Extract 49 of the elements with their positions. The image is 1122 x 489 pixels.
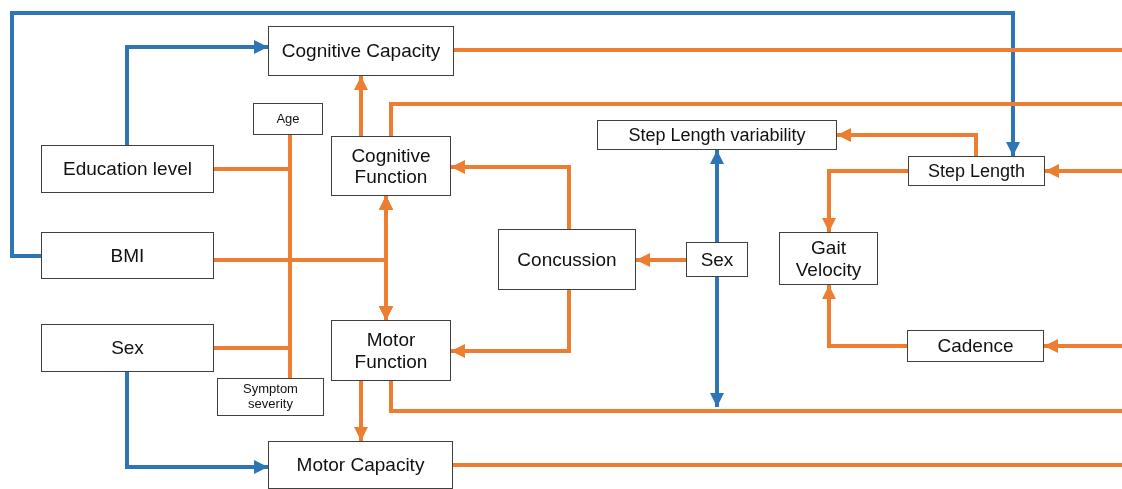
- arrow: [1045, 164, 1122, 178]
- node-label: Cognitive Function: [350, 144, 432, 188]
- arrow: [125, 40, 268, 145]
- arrow: [710, 150, 724, 242]
- node-label: BMI: [110, 244, 145, 267]
- process-box: [268, 26, 454, 76]
- process-box: [779, 232, 878, 285]
- process-box: [253, 103, 323, 135]
- node-label: Sex: [111, 337, 144, 359]
- node-label: Concussion: [517, 248, 617, 271]
- process-box: [331, 136, 451, 196]
- node-label: Age: [276, 111, 300, 127]
- arrow: [451, 290, 571, 358]
- process-box: [498, 229, 636, 290]
- node-label: Motor Capacity: [296, 454, 425, 476]
- arrow: [710, 277, 724, 407]
- arrow: [822, 169, 908, 232]
- arrow: [636, 253, 686, 267]
- connector-line: [454, 48, 1122, 52]
- node-label: Cognitive Capacity: [281, 40, 441, 62]
- process-box: [217, 378, 324, 416]
- process-box: [41, 232, 214, 279]
- arrow: [837, 128, 978, 156]
- arrow: [451, 160, 571, 229]
- node-label: Symptom severity: [242, 382, 299, 412]
- arrow: [354, 76, 368, 136]
- node-label: Sex: [700, 248, 734, 271]
- process-box: [908, 156, 1045, 186]
- process-box: [41, 324, 214, 372]
- node-label: Cadence: [937, 335, 1014, 357]
- process-box: [41, 145, 214, 193]
- connector-line: [453, 463, 1122, 467]
- arrow: [125, 372, 268, 474]
- node-label: Gait Velocity: [794, 237, 863, 280]
- node-label: Step Length variability: [628, 124, 806, 146]
- process-box: [331, 320, 451, 381]
- arrow: [354, 381, 368, 441]
- process-box: [907, 330, 1044, 362]
- arrow: [822, 285, 907, 348]
- process-box: [268, 441, 453, 489]
- process-box: [686, 242, 748, 277]
- connector-line: [389, 102, 1122, 136]
- connector-line: [389, 381, 1122, 413]
- node-label: Motor Function: [353, 329, 429, 372]
- process-box: [597, 120, 837, 150]
- node-label: Education level: [63, 158, 192, 180]
- node-label: Step Length: [927, 160, 1026, 182]
- arrow: [10, 11, 1020, 258]
- arrow: [1044, 339, 1122, 353]
